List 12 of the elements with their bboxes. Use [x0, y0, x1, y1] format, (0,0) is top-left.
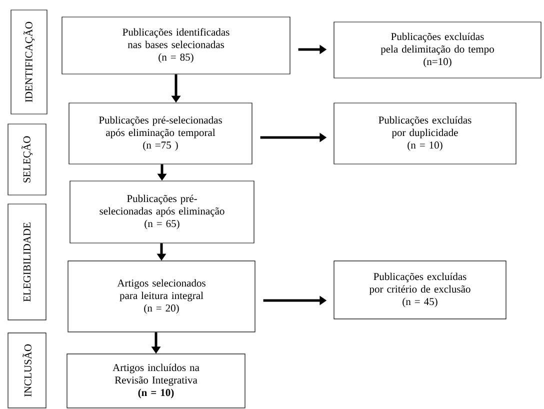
- process-box: Publicações excluídas pela delimitação do tempo (n=10): [334, 22, 542, 78]
- process-box: Publicações pré-selecionadas após eliminação (n = 65): [70, 180, 254, 244]
- phase-label-box: SELEÇÃO: [8, 124, 46, 196]
- process-box: Artigos selecionados para leitura integral (n = 20): [68, 260, 256, 332]
- process-box: Publicações identificadas nas bases selecionadas (n = 85): [62, 16, 290, 74]
- phase-label-box: INCLUSÃO: [8, 332, 46, 408]
- process-box: Publicações pré-selecionadas após eliminação temporal (n =75 ): [68, 102, 252, 164]
- phase-label-box: ELEGIBILIDADE: [8, 204, 46, 320]
- process-box: Publicações excluídas por critério de exclusão (n = 45): [334, 260, 506, 320]
- process-box: Publicações excluídas por duplicidade (n = 10): [334, 102, 516, 164]
- phase-label-box: IDENTIFICAÇÃO: [10, 10, 48, 114]
- process-box: Artigos incluídos na Revisão Integrativa (n = 10): [66, 354, 246, 408]
